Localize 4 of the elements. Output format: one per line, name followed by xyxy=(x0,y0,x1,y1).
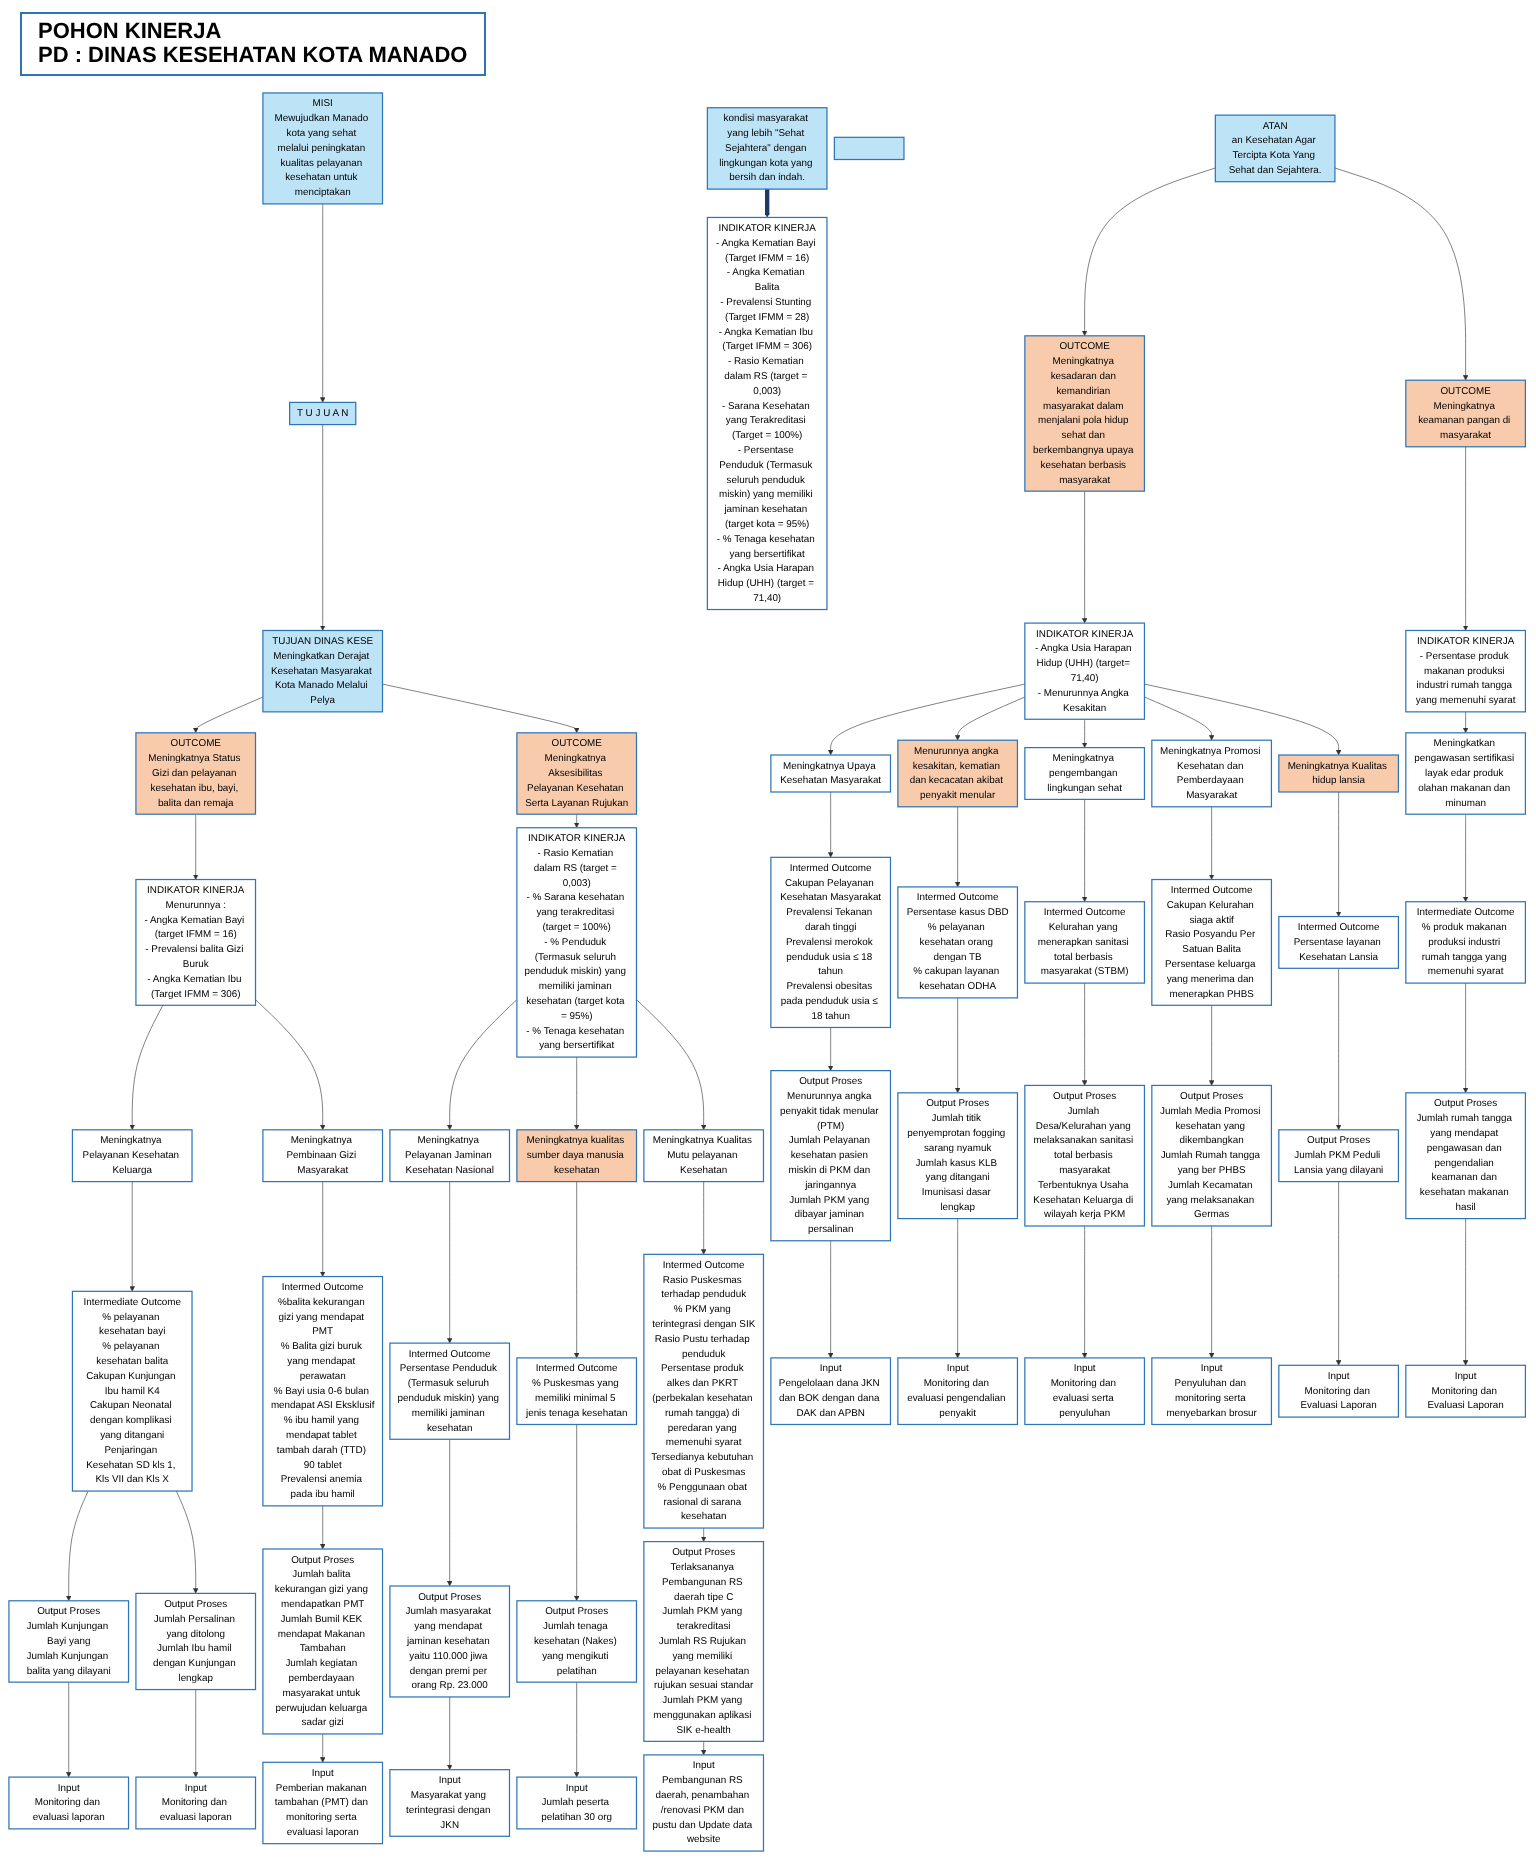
arrow xyxy=(765,189,771,218)
subtitle: PD : DINAS KESEHATAN KOTA MANADO xyxy=(38,44,468,68)
node-box xyxy=(834,136,906,161)
title: POHON KINERJA xyxy=(38,20,224,44)
